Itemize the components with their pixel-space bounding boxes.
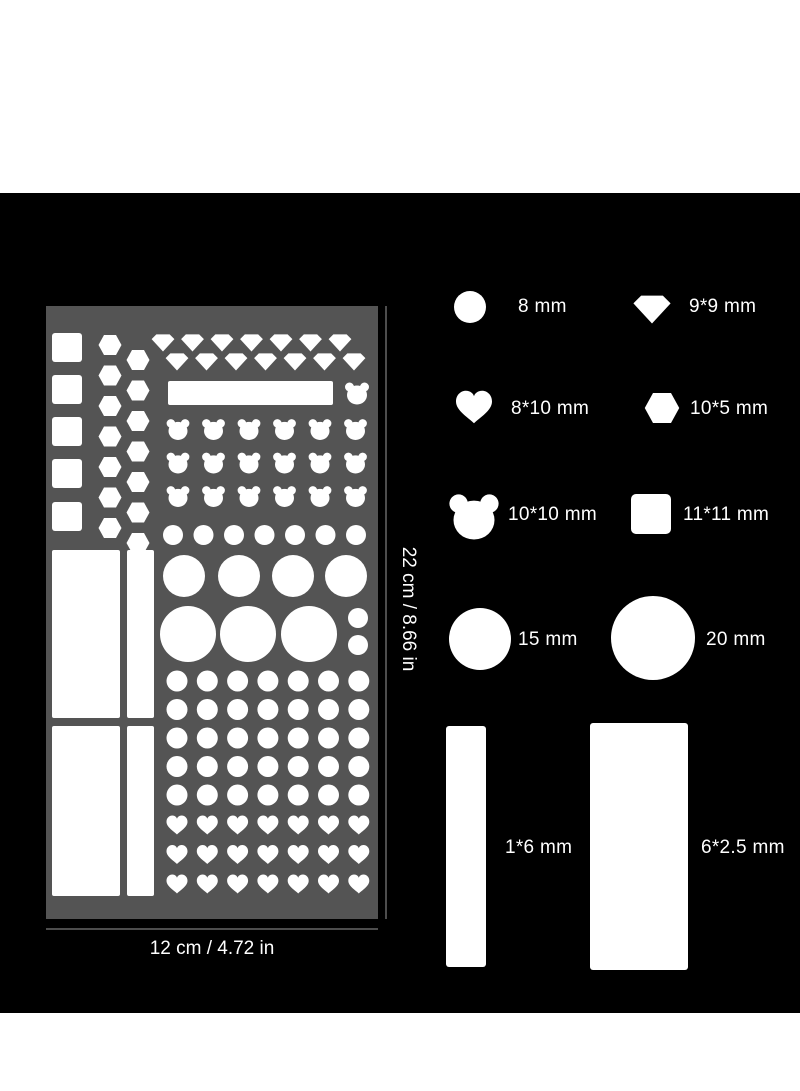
sheet-medium-circle [218,555,260,597]
shape-label-11x11mm: 11*11 mm [683,504,770,525]
sheet-small-circle [318,670,339,692]
sheet-small-circle [196,670,218,692]
sheet-medium-circle [272,555,314,597]
sheet-small-circle [166,670,188,692]
sheet-small-circle [227,670,249,692]
width-dimension-label: 12 cm / 4.72 in [149,938,275,959]
sheet-small-circle [166,699,188,720]
sheet-small-circle [166,727,188,749]
sheet-small-circle [348,608,368,628]
sheet-large-circle [160,606,216,662]
sheet-small-circle [166,756,188,777]
legend-diamond-icon [633,295,671,324]
sheet-rounded-square [52,333,82,362]
sheet-small-circle [285,525,305,545]
sheet-small-circle [346,525,366,545]
sheet-small-circle [348,635,368,655]
sheet-small-circle [318,756,339,777]
shape-label-10x5mm: 10*5 mm [690,398,769,419]
legend-large-circle-icon [611,596,695,680]
sheet-small-circle [318,699,339,720]
sheet-small-circle [348,784,370,806]
legend-small-circle-icon [454,291,486,323]
sheet-small-circle [287,699,309,720]
sheet-small-circle [227,784,249,806]
shape-label-9x9mm: 9*9 mm [689,296,757,317]
shape-label-20mm: 20 mm [706,629,766,650]
sheet-small-circle [227,756,249,777]
sheet-narrow-rectangle [127,726,154,896]
legend-heart-icon [456,390,492,424]
sheet-small-circle [257,670,279,692]
shape-label-8mm: 8 mm [518,296,567,317]
sheet-small-circle [196,699,218,720]
sheet-wide-rectangle [52,726,120,896]
sheet-small-circle [227,727,249,749]
sheet-small-circle [348,699,370,720]
sheet-rounded-square [52,417,82,446]
sheet-rounded-square [52,375,82,404]
shape-label-1x6mm: 1*6 mm [505,837,573,858]
sheet-small-circle [257,699,279,720]
sheet-small-circle [348,670,370,692]
sheet-large-circle [281,606,337,662]
legend-rounded-square-icon [631,494,671,534]
sheet-small-circle [193,525,214,545]
sheet-small-circle [196,756,218,777]
sheet-medium-circle [325,555,367,597]
sheet-wide-rectangle [52,550,120,718]
shape-label-8x10mm: 8*10 mm [511,398,590,419]
sheet-small-circle [257,727,279,749]
sheet-rounded-square [52,459,82,488]
sheet-small-circle [348,756,370,777]
sheet-small-circle [227,699,249,720]
sheet-small-circle [196,727,218,749]
sheet-small-circle [257,784,279,806]
legend-hexagon-icon [644,393,680,423]
shape-label-15mm: 15 mm [518,629,578,650]
sheet-small-circle [315,525,336,545]
sheet-medium-circle [163,555,205,597]
sheet-small-circle [224,525,244,545]
sheet-long-bar [168,381,333,405]
sheet-small-circle [163,525,183,545]
sheet-small-circle [318,784,339,806]
sheet-small-circle [287,670,309,692]
legend-narrow-rectangle-icon [446,726,486,967]
sheet-small-circle [287,756,309,777]
legend-medium-circle-icon [449,608,511,670]
sheet-small-circle [257,756,279,777]
shape-label-6x2.5mm: 6*2.5 mm [701,837,785,858]
height-dimension-label: 22 cm / 8.66 in [398,546,419,672]
sheet-narrow-rectangle [127,550,154,718]
shape-label-10x10mm: 10*10 mm [508,504,597,525]
legend-bear-head-icon [449,494,499,540]
sheet-large-circle [220,606,276,662]
sheet-small-circle [166,784,188,806]
sheet-small-circle [348,727,370,749]
legend-wide-rectangle-icon [590,723,688,970]
sheet-small-circle [318,727,339,749]
sheet-rounded-square [52,502,82,531]
sheet-small-circle [254,525,275,545]
sheet-small-circle [287,727,309,749]
sheet-small-circle [287,784,309,806]
sheet-small-circle [196,784,218,806]
